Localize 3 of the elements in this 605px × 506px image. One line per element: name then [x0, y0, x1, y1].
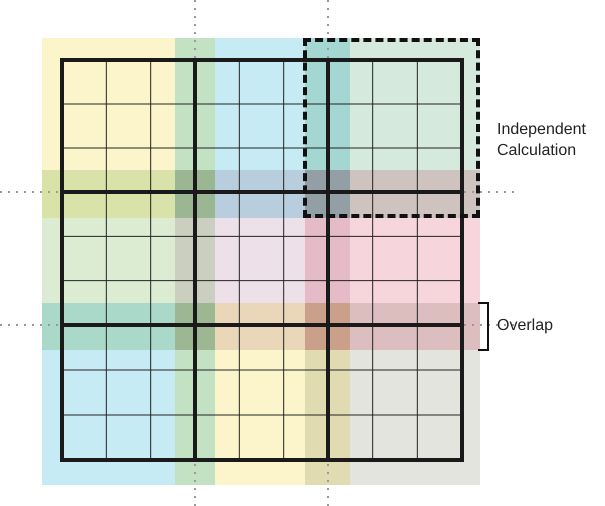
annotation-label: Overlap	[497, 316, 554, 336]
dashed-region-outline	[303, 38, 480, 218]
annotation-label: Independent Calculation	[497, 120, 587, 161]
